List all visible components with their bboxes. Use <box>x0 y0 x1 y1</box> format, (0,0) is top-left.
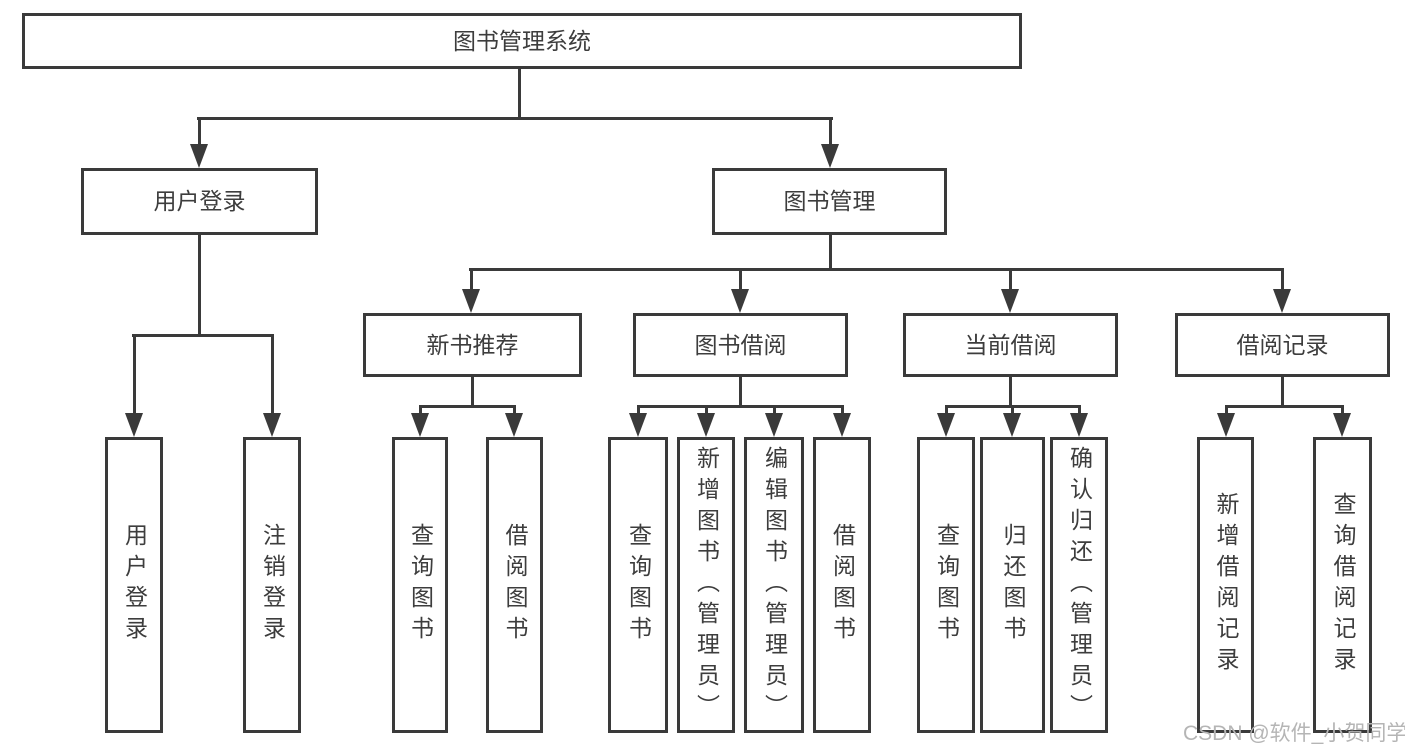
arrow-down-icon <box>1217 413 1235 437</box>
csdn-watermark: CSDN @软件_小贺同学 <box>1183 722 1405 745</box>
node-label: 归还图书 <box>1000 523 1026 647</box>
node-logout: 注销登录 <box>243 437 301 733</box>
connector-line <box>471 377 474 408</box>
node-label: 图书管理 <box>783 188 876 214</box>
arrow-down-icon <box>765 413 783 437</box>
node-label: 查询图书 <box>933 523 960 647</box>
arrow-down-icon <box>1001 289 1019 313</box>
node-book-management-system: 图书管理系统 <box>22 13 1022 69</box>
node-current-borrowing: 当前借阅 <box>903 313 1118 377</box>
connector-line <box>198 235 201 336</box>
node-label: 新书推荐 <box>426 331 519 358</box>
arrow-down-icon <box>731 289 749 313</box>
arrow-down-icon <box>1333 413 1351 437</box>
connector-line <box>1009 377 1012 408</box>
connector-line <box>739 377 742 408</box>
node-label: 查询图书 <box>625 523 652 647</box>
arrow-down-icon <box>833 413 851 437</box>
connector-line <box>637 405 640 415</box>
arrow-down-icon <box>125 413 143 437</box>
connector-line <box>1341 405 1344 415</box>
node-label: 用户登录 <box>121 523 148 647</box>
connector-line <box>1225 405 1228 415</box>
node-label: 新增图书（管理员） <box>693 445 720 725</box>
connector-line <box>419 405 516 408</box>
connector-line <box>705 405 708 415</box>
arrow-down-icon <box>1273 289 1291 313</box>
connector-line <box>1281 268 1284 292</box>
node-borrow-books-borrowing: 借阅图书 <box>813 437 871 733</box>
node-borrow-books-recommend: 借阅图书 <box>486 437 543 733</box>
node-label: 查询借阅记录 <box>1330 492 1356 678</box>
arrow-down-icon <box>1070 413 1088 437</box>
connector-line <box>637 405 844 408</box>
connector-line <box>829 235 832 271</box>
arrow-down-icon <box>629 413 647 437</box>
connector-line <box>513 405 516 415</box>
node-user-login: 用户登录 <box>81 168 318 235</box>
node-label: 图书管理系统 <box>453 27 591 54</box>
node-book-borrowing: 图书借阅 <box>633 313 848 377</box>
arrow-down-icon <box>190 144 208 168</box>
connector-line <box>1281 377 1284 408</box>
node-label: 图书借阅 <box>694 331 787 358</box>
node-query-borrow-record: 查询借阅记录 <box>1313 437 1372 733</box>
connector-line <box>133 334 136 415</box>
connector-line <box>739 268 742 292</box>
node-label: 用户登录 <box>153 188 246 214</box>
connector-line <box>132 334 274 337</box>
connector-line <box>197 117 833 120</box>
connector-line <box>198 117 201 147</box>
node-label: 编辑图书（管理员） <box>761 445 788 725</box>
node-label: 确认归还（管理员） <box>1066 445 1093 725</box>
node-label: 当前借阅 <box>964 331 1057 358</box>
arrow-down-icon <box>263 413 281 437</box>
arrow-down-icon <box>505 413 523 437</box>
node-user-login-leaf: 用户登录 <box>105 437 163 733</box>
node-label: 注销登录 <box>259 523 286 647</box>
arrow-down-icon <box>937 413 955 437</box>
node-add-books-admin: 新增图书（管理员） <box>677 437 735 733</box>
connector-line <box>1011 405 1014 415</box>
connector-line <box>829 117 832 147</box>
connector-line <box>470 268 473 292</box>
arrow-down-icon <box>697 413 715 437</box>
connector-line <box>518 69 521 120</box>
connector-line <box>1009 268 1012 292</box>
arrow-down-icon <box>1003 413 1021 437</box>
node-query-books-current: 查询图书 <box>917 437 975 733</box>
node-edit-books-admin: 编辑图书（管理员） <box>744 437 804 733</box>
node-confirm-return-admin: 确认归还（管理员） <box>1050 437 1108 733</box>
node-label: 查询图书 <box>407 523 434 647</box>
node-label: 借阅记录 <box>1236 331 1329 358</box>
node-label: 借阅图书 <box>502 523 528 647</box>
connector-line <box>1078 405 1081 415</box>
node-borrowing-records: 借阅记录 <box>1175 313 1390 377</box>
node-query-books-recommend: 查询图书 <box>392 437 448 733</box>
node-return-books: 归还图书 <box>980 437 1045 733</box>
connector-line <box>841 405 844 415</box>
connector-line <box>945 405 948 415</box>
arrow-down-icon <box>411 413 429 437</box>
connector-line <box>469 268 1284 271</box>
node-add-borrow-record: 新增借阅记录 <box>1197 437 1254 733</box>
arrow-down-icon <box>821 144 839 168</box>
connector-line <box>773 405 776 415</box>
connector-line <box>419 405 422 415</box>
arrow-down-icon <box>462 289 480 313</box>
connector-line <box>271 334 274 415</box>
connector-line <box>1225 405 1344 408</box>
node-label: 借阅图书 <box>829 523 856 647</box>
node-label: 新增借阅记录 <box>1213 492 1239 678</box>
node-book-management: 图书管理 <box>712 168 947 235</box>
node-query-books-borrowing: 查询图书 <box>608 437 668 733</box>
node-new-book-recommendation: 新书推荐 <box>363 313 582 377</box>
